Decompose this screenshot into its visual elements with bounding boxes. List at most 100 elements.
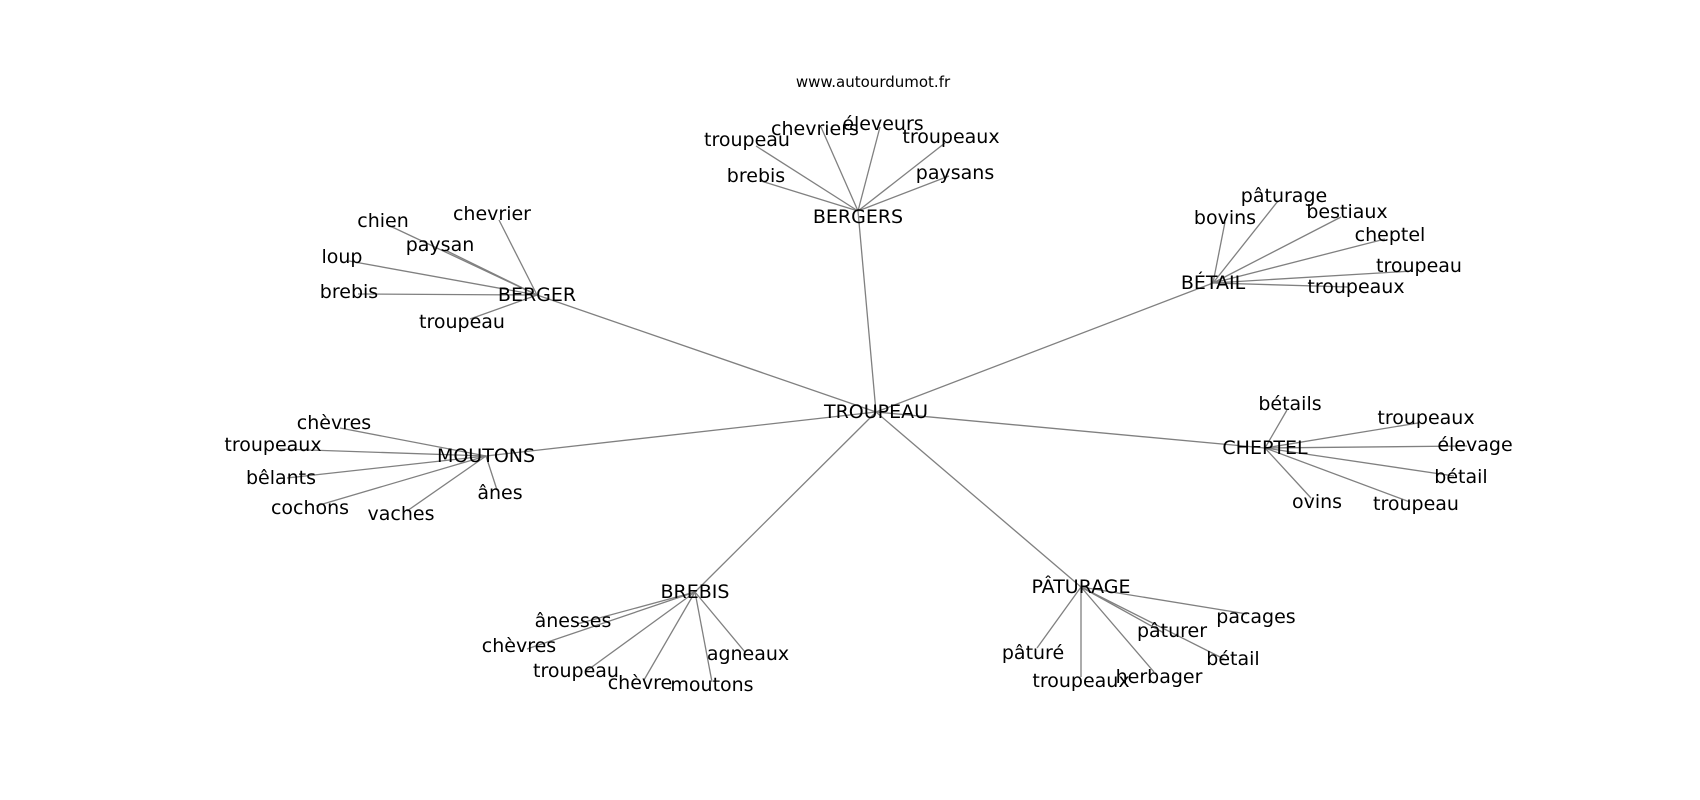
- hub-word-node: BÉTAIL: [1181, 271, 1246, 294]
- leaf-word-node: agneaux: [707, 643, 789, 665]
- leaf-word-node: troupeaux: [902, 126, 999, 148]
- leaf-word-node: pâturé: [1002, 642, 1064, 664]
- hub-to-word-edge: [1212, 282, 1350, 288]
- hub-to-word-edge: [406, 455, 487, 512]
- hub-word-node: MOUTONS: [437, 445, 535, 467]
- leaf-word-node: chien: [357, 210, 409, 232]
- hub-to-word-edge: [755, 145, 859, 212]
- hub-to-word-edge: [348, 260, 538, 296]
- center-to-hub-edge: [875, 411, 1082, 588]
- site-url: www.autourdumot.fr: [796, 73, 951, 91]
- leaf-word-node: bêlants: [246, 467, 316, 489]
- leaf-word-node: éleveurs: [842, 113, 923, 135]
- leaf-word-node: loup: [321, 246, 362, 268]
- hub-to-word-edge: [1036, 586, 1082, 649]
- hub-to-word-edge: [694, 591, 746, 653]
- hub-to-word-edge: [1212, 216, 1342, 284]
- hub-to-word-edge: [857, 126, 881, 212]
- graph-edges: [279, 126, 1468, 683]
- hub-to-word-edge: [643, 591, 696, 681]
- hub-to-word-edge: [1264, 447, 1455, 477]
- hub-word-node: BERGERS: [813, 206, 903, 228]
- hub-to-word-edge: [857, 142, 946, 212]
- center-to-hub-edge: [485, 411, 877, 457]
- leaf-word-node: chèvre: [608, 672, 673, 694]
- leaf-word-node: ânes: [477, 482, 522, 504]
- hub-to-word-edge: [526, 591, 696, 650]
- leaf-word-node: troupeaux: [1307, 276, 1404, 298]
- hub-to-word-edge: [1264, 447, 1312, 499]
- leaf-word-node: vaches: [368, 503, 435, 525]
- leaf-word-node: moutons: [670, 674, 753, 696]
- hub-to-word-edge: [1080, 586, 1248, 615]
- leaf-word-node: pâturage: [1241, 185, 1327, 207]
- hub-to-word-edge: [1264, 409, 1288, 449]
- leaf-word-node: pâturer: [1137, 620, 1207, 642]
- center-to-hub-edge: [875, 411, 1266, 449]
- leaf-word-node: bétail: [1206, 648, 1259, 670]
- hub-word-node: CHEPTEL: [1222, 437, 1308, 459]
- hub-to-word-edge: [857, 175, 950, 212]
- hub-to-word-edge: [1212, 221, 1226, 284]
- leaf-word-node: chèvres: [297, 412, 371, 434]
- graph-labels: TROUPEAUBERGERStroupeauchevrierséleveurs…: [224, 113, 1512, 696]
- hub-to-word-edge: [469, 294, 538, 320]
- leaf-word-node: chevrier: [453, 203, 531, 225]
- hub-to-word-edge: [820, 126, 859, 212]
- leaf-word-node: troupeau: [1373, 493, 1459, 515]
- hub-word-node: BREBIS: [661, 581, 730, 603]
- leaf-word-node: troupeaux: [224, 434, 321, 456]
- leaf-word-node: cheptel: [1355, 224, 1426, 246]
- hub-to-word-edge: [1080, 586, 1227, 661]
- hub-to-word-edge: [1212, 238, 1386, 284]
- hub-to-word-edge: [1080, 586, 1155, 673]
- hub-to-word-edge: [357, 293, 538, 296]
- leaf-word-node: paysan: [406, 234, 475, 256]
- leaf-word-node: troupeau: [704, 129, 790, 151]
- leaf-word-node: bovins: [1194, 207, 1256, 229]
- hub-to-word-edge: [1212, 200, 1279, 284]
- leaf-word-node: pacages: [1216, 606, 1295, 628]
- leaf-word-node: herbager: [1116, 666, 1203, 688]
- center-to-hub-edge: [536, 294, 877, 413]
- leaf-word-node: troupeaux: [1377, 407, 1474, 429]
- hub-to-word-edge: [694, 591, 713, 683]
- hub-to-word-edge: [498, 219, 538, 296]
- leaf-word-node: troupeau: [419, 311, 505, 333]
- leaf-word-node: chevriers: [771, 118, 859, 140]
- hub-to-word-edge: [1212, 270, 1414, 284]
- leaf-word-node: ânesses: [535, 610, 612, 632]
- leaf-word-node: bétails: [1258, 393, 1321, 415]
- hub-to-word-edge: [1264, 422, 1419, 449]
- hub-to-word-edge: [576, 591, 696, 625]
- hub-to-word-edge: [339, 427, 487, 457]
- leaf-word-node: bestiaux: [1306, 201, 1387, 223]
- leaf-word-node: brebis: [320, 281, 378, 303]
- leaf-word-node: troupeaux: [1032, 670, 1129, 692]
- hub-to-word-edge: [584, 591, 696, 673]
- leaf-word-node: troupeau: [533, 660, 619, 682]
- hub-to-word-edge: [279, 448, 487, 457]
- leaf-word-node: paysans: [916, 162, 994, 184]
- center-to-hub-edge: [875, 282, 1214, 413]
- hub-word-node: PÂTURAGE: [1031, 575, 1130, 598]
- hub-to-word-edge: [286, 455, 487, 479]
- hub-word-node: BERGER: [498, 284, 576, 306]
- center-to-hub-edge: [694, 411, 877, 593]
- center-to-hub-edge: [857, 210, 877, 413]
- hub-to-word-edge: [760, 180, 859, 212]
- leaf-word-node: brebis: [727, 165, 785, 187]
- hub-to-word-edge: [1264, 445, 1468, 449]
- leaf-word-node: bétail: [1434, 466, 1487, 488]
- leaf-word-node: chèvres: [482, 635, 556, 657]
- leaf-word-node: ovins: [1292, 491, 1342, 513]
- hub-to-word-edge: [315, 455, 487, 507]
- hub-to-word-edge: [444, 249, 538, 296]
- center-word-node: TROUPEAU: [823, 401, 928, 423]
- hub-to-word-edge: [485, 455, 498, 491]
- hub-to-word-edge: [1264, 447, 1411, 503]
- leaf-word-node: élevage: [1437, 434, 1512, 456]
- leaf-word-node: cochons: [271, 497, 349, 519]
- leaf-word-node: troupeau: [1376, 255, 1462, 277]
